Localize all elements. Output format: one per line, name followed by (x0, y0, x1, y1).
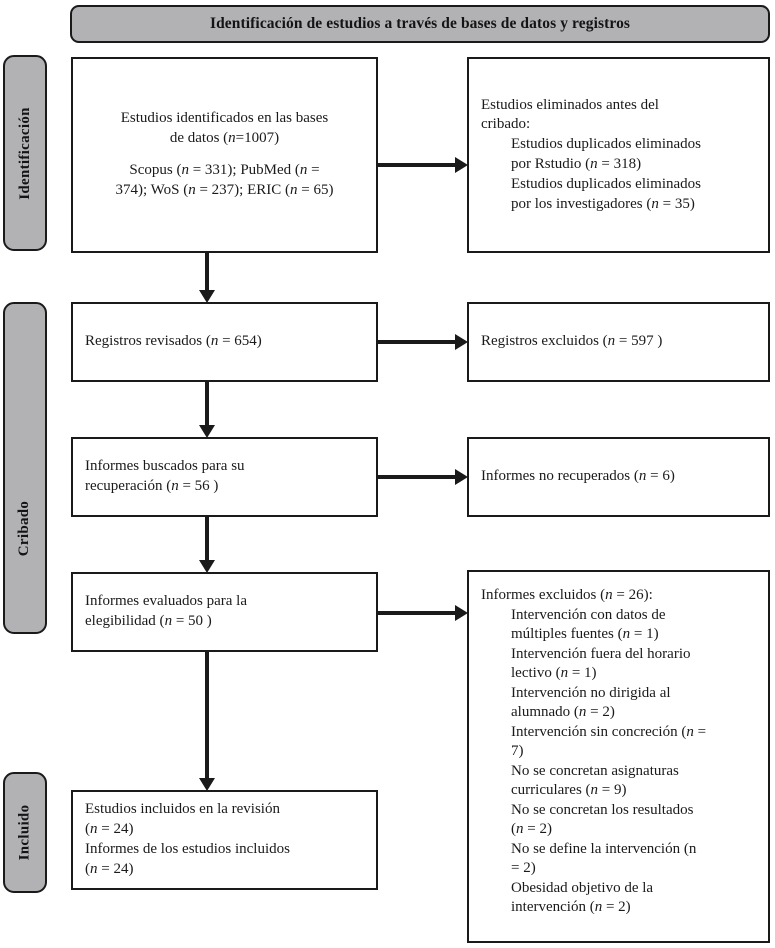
arrow-shaft (378, 475, 456, 479)
node-informes-excluidos-line5: lectivo (n = 1) (511, 665, 597, 681)
arrow-evaluados-to-informes-excluidos (378, 600, 468, 626)
arrow-shaft (205, 382, 209, 426)
node-registros-excluidos-line1: Registros excluidos (n = 597 ) (481, 333, 663, 350)
arrow-head-right-icon (455, 469, 468, 485)
node-estudios-eliminados-line4: por Rstudio (n = 318) (511, 156, 642, 172)
arrow-shaft (378, 611, 456, 615)
arrow-head-right-icon (455, 157, 468, 173)
arrow-shaft (205, 652, 209, 779)
node-informes-excluidos-line12: No se concretan los resultados (511, 801, 694, 818)
arrow-identificados-to-eliminados (378, 152, 468, 178)
node-informes-excluidos-line14: No se define la intervención (n (511, 840, 697, 857)
arrow-shaft (205, 517, 209, 561)
node-estudios-eliminados-line5: Estudios duplicados eliminados (511, 175, 701, 192)
arrow-buscados-to-evaluados (193, 517, 221, 573)
node-informes-no-recuperados-line1: Informes no recuperados (n = 6) (481, 468, 675, 485)
node-informes-excluidos: Informes excluidos (n = 26): Intervenció… (467, 570, 770, 943)
node-estudios-identificados: Estudios identificados en las bases de d… (71, 57, 378, 253)
arrow-head-right-icon (455, 334, 468, 350)
arrow-head-down-icon (199, 560, 215, 573)
node-estudios-eliminados-line3: Estudios duplicados eliminados (511, 136, 701, 153)
arrow-head-right-icon (455, 605, 468, 621)
node-estudios-identificados-line4: 374); WoS (n = 237); ERIC (n = 65) (115, 181, 334, 198)
node-estudios-eliminados-line2: cribado: (481, 116, 531, 133)
node-informes-excluidos-line11: curriculares (n = 9) (511, 782, 627, 798)
arrow-shaft (378, 340, 456, 344)
node-estudios-identificados-line1: Estudios identificados en las bases (120, 110, 329, 127)
node-estudios-eliminados-line6: por los investigadores (n = 35) (511, 195, 695, 212)
node-estudios-eliminados-line1: Estudios eliminados antes del (481, 96, 659, 113)
stage-label-incluido: Incluido (3, 772, 47, 893)
diagram-title: Identificación de estudios a través de b… (209, 15, 631, 32)
stage-label-incluido-text: Incluido (16, 804, 33, 861)
node-estudios-incluidos-line1: Estudios incluidos en la revisión (85, 801, 280, 818)
node-informes-buscados-line2: recuperación (n = 56 ) (85, 478, 219, 494)
arrow-revisados-to-excluidos (378, 329, 468, 355)
stage-label-cribado-text: Cribado (16, 500, 33, 556)
node-informes-excluidos-line6: Intervención no dirigida al (511, 684, 671, 701)
arrow-shaft (205, 253, 209, 291)
node-informes-excluidos-line7: alumnado (n = 2) (511, 704, 615, 720)
node-informes-excluidos-line3: múltiples fuentes (n = 1) (511, 626, 659, 642)
arrow-head-down-icon (199, 778, 215, 791)
node-estudios-identificados-line3: Scopus (n = 331); PubMed (n = (129, 162, 320, 178)
arrow-buscados-to-no-recuperados (378, 464, 468, 490)
node-informes-buscados-line1: Informes buscados para su (85, 458, 245, 475)
node-informes-excluidos-line13: (n = 2) (511, 821, 552, 837)
node-registros-revisados-line1: Registros revisados (n = 654) (85, 333, 262, 350)
diagram-header-banner: Identificación de estudios a través de b… (70, 5, 770, 43)
arrow-head-down-icon (199, 425, 215, 438)
node-estudios-incluidos-line3: Informes de los estudios incluidos (85, 841, 290, 857)
node-estudios-incluidos-line2: (n = 24) (85, 821, 134, 838)
node-informes-excluidos-line2: Intervención con datos de (511, 606, 666, 623)
node-informes-excluidos-line9: 7) (511, 743, 524, 759)
node-informes-excluidos-line16: Obesidad objetivo de la (511, 879, 654, 896)
stage-label-identificacion: Identificación (3, 55, 47, 251)
node-informes-excluidos-line8: Intervención sin concreción (n = (511, 723, 707, 740)
stage-label-identificacion-text: Identificación (16, 106, 33, 200)
node-informes-excluidos-line1: Informes excluidos (n = 26): (481, 587, 653, 603)
node-informes-excluidos-line15: = 2) (511, 860, 536, 876)
node-estudios-identificados-line2: de datos (n=1007) (169, 130, 280, 147)
node-estudios-incluidos: Estudios incluidos en la revisión (n = 2… (71, 790, 378, 890)
node-registros-revisados: Registros revisados (n = 654) (71, 302, 378, 382)
node-informes-evaluados-line1: Informes evaluados para la (85, 593, 248, 610)
node-registros-excluidos: Registros excluidos (n = 597 ) (467, 302, 770, 382)
node-estudios-incluidos-line4: (n = 24) (85, 860, 134, 877)
stage-label-cribado: Cribado (3, 302, 47, 634)
node-estudios-eliminados: Estudios eliminados antes del cribado: E… (467, 57, 770, 253)
node-informes-no-recuperados: Informes no recuperados (n = 6) (467, 437, 770, 517)
arrow-identificados-to-revisados (193, 253, 221, 303)
node-informes-evaluados: Informes evaluados para la elegibilidad … (71, 572, 378, 652)
arrow-revisados-to-buscados (193, 382, 221, 438)
node-informes-excluidos-line10: No se concretan asignaturas (511, 762, 679, 779)
node-informes-evaluados-line2: elegibilidad (n = 50 ) (85, 613, 212, 629)
node-informes-buscados: Informes buscados para su recuperación (… (71, 437, 378, 517)
spacer (85, 149, 364, 161)
arrow-shaft (378, 163, 456, 167)
node-informes-excluidos-line4: Intervención fuera del horario (511, 645, 691, 662)
arrow-head-down-icon (199, 290, 215, 303)
node-informes-excluidos-line17: intervención (n = 2) (511, 899, 631, 915)
arrow-evaluados-to-incluidos (193, 652, 221, 791)
